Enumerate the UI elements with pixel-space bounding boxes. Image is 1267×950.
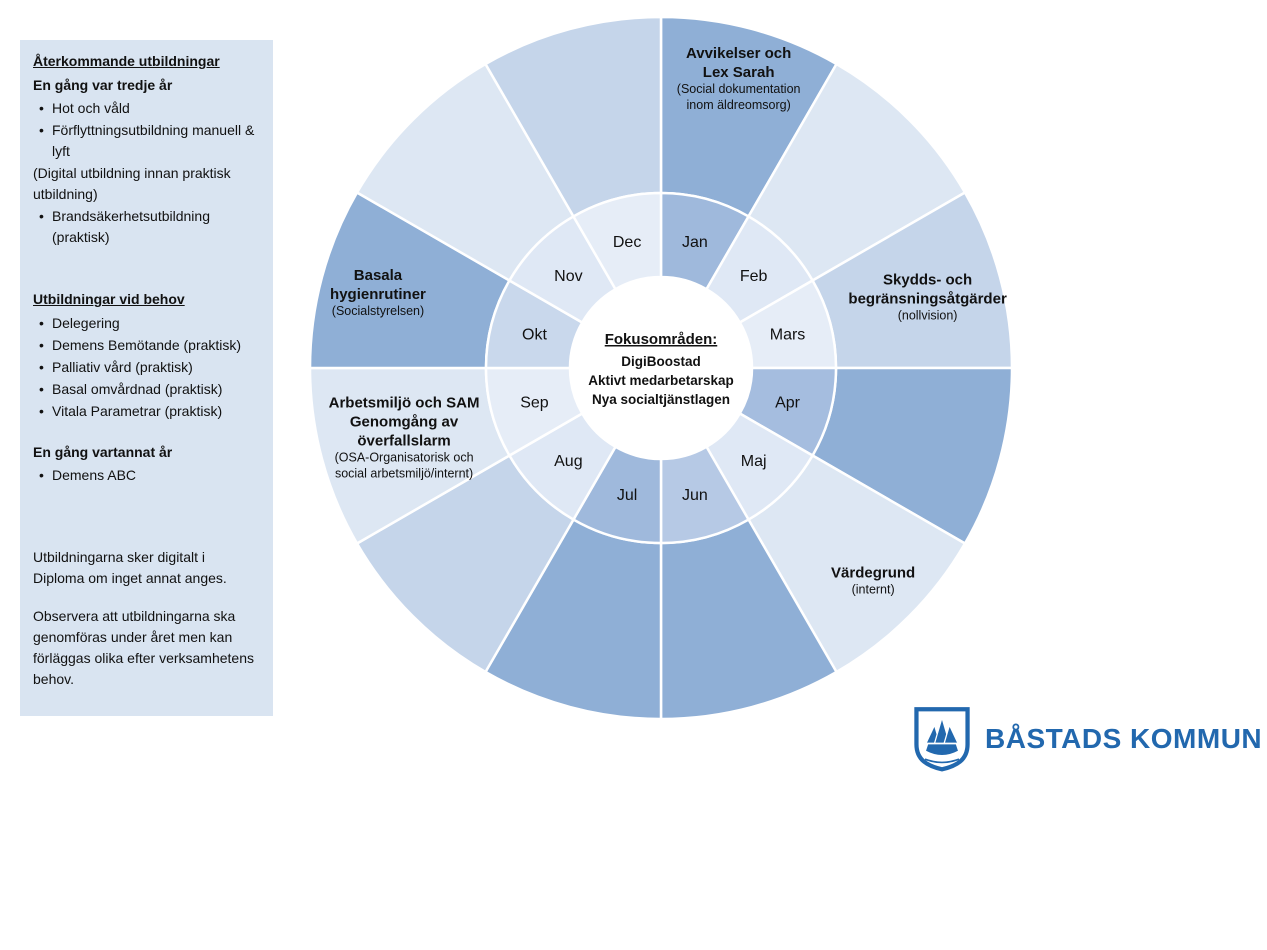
training-item: Delegering	[33, 313, 260, 334]
center-focus-item: Nya socialtjänstlagen	[592, 392, 730, 407]
month-label-jan: Jan	[682, 234, 708, 251]
segment-label-line: Värdegrund	[831, 565, 915, 582]
section-heading: Utbildningar vid behov	[33, 291, 185, 307]
spacer	[33, 423, 260, 439]
center-focus-item: Aktivt medarbetarskap	[588, 373, 734, 388]
month-label-nov: Nov	[554, 268, 582, 285]
spacer	[33, 487, 260, 547]
segment-label-line: hygienrutiner	[330, 286, 426, 303]
ship-icon	[924, 715, 960, 764]
center-focus-item: DigiBoostad	[621, 354, 701, 369]
segment-label-line: Avvikelser och	[686, 45, 791, 62]
sub-heading: En gång var tredje år	[33, 77, 173, 93]
segment-label-line: Genomgång av	[350, 413, 459, 430]
segment-label-line: Skydds- och	[883, 272, 972, 289]
segment-label-line: social arbetsmiljö/internt)	[335, 466, 473, 480]
month-label-maj: Maj	[741, 453, 767, 470]
note-text: Observera att utbildningarna ska genomfö…	[33, 608, 254, 687]
segment-label-line: Basala	[354, 267, 403, 284]
center-title: Fokusområden:	[605, 331, 718, 348]
training-item: Basal omvårdnad (praktisk)	[33, 379, 260, 400]
training-item: Brandsäkerhetsutbildning (praktisk)	[33, 206, 260, 248]
month-label-feb: Feb	[740, 268, 768, 285]
segment-label-line: (Social dokumentation	[677, 82, 801, 96]
spacer	[33, 590, 260, 606]
training-item: Demens Bemötande (praktisk)	[33, 335, 260, 356]
training-item: Hot och våld	[33, 98, 260, 119]
section-heading: Återkommande utbildningar	[33, 53, 220, 69]
note-text: Utbildningarna sker digitalt i Diploma o…	[33, 549, 227, 586]
segment-label-line: (nollvision)	[898, 309, 958, 323]
sub-heading: En gång vartannat år	[33, 444, 173, 460]
month-label-jul: Jul	[617, 487, 637, 504]
segment-label-line: begränsningsåtgärder	[848, 291, 1007, 308]
month-label-apr: Apr	[775, 394, 801, 411]
month-label-jun: Jun	[682, 487, 708, 504]
segment-label-line: (internt)	[852, 583, 895, 597]
training-item: Palliativ vård (praktisk)	[33, 357, 260, 378]
month-label-aug: Aug	[554, 453, 582, 470]
month-label-okt: Okt	[522, 327, 547, 344]
segment-label-line: Lex Sarah	[703, 64, 775, 81]
training-item: Demens ABC	[33, 465, 260, 486]
month-label-mars: Mars	[770, 327, 806, 344]
ship-shield-icon	[914, 707, 970, 772]
training-item: Förflyttningsutbildning manuell & lyft	[33, 120, 260, 162]
segment-label-line: Arbetsmiljö och SAM	[329, 394, 480, 411]
month-label-dec: Dec	[613, 234, 641, 251]
bastads-kommun-logo: BÅSTADS KOMMUN	[913, 706, 1262, 772]
segment-label-line: (OSA-Organisatorisk och	[335, 450, 474, 464]
note-text: (Digital utbildning innan praktisk utbil…	[33, 165, 231, 202]
training-info-panel: Återkommande utbildningar En gång var tre…	[20, 40, 273, 716]
spacer	[33, 249, 260, 289]
wheel-center-hub	[570, 277, 752, 459]
training-item: Vitala Parametrar (praktisk)	[33, 401, 260, 422]
logo-text: BÅSTADS KOMMUN	[985, 723, 1263, 754]
segment-label-line: inom äldreomsorg)	[687, 98, 791, 112]
month-label-sep: Sep	[520, 394, 549, 411]
segment-label-line: överfallslarm	[357, 432, 450, 449]
segment-label-line: (Socialstyrelsen)	[332, 304, 424, 318]
